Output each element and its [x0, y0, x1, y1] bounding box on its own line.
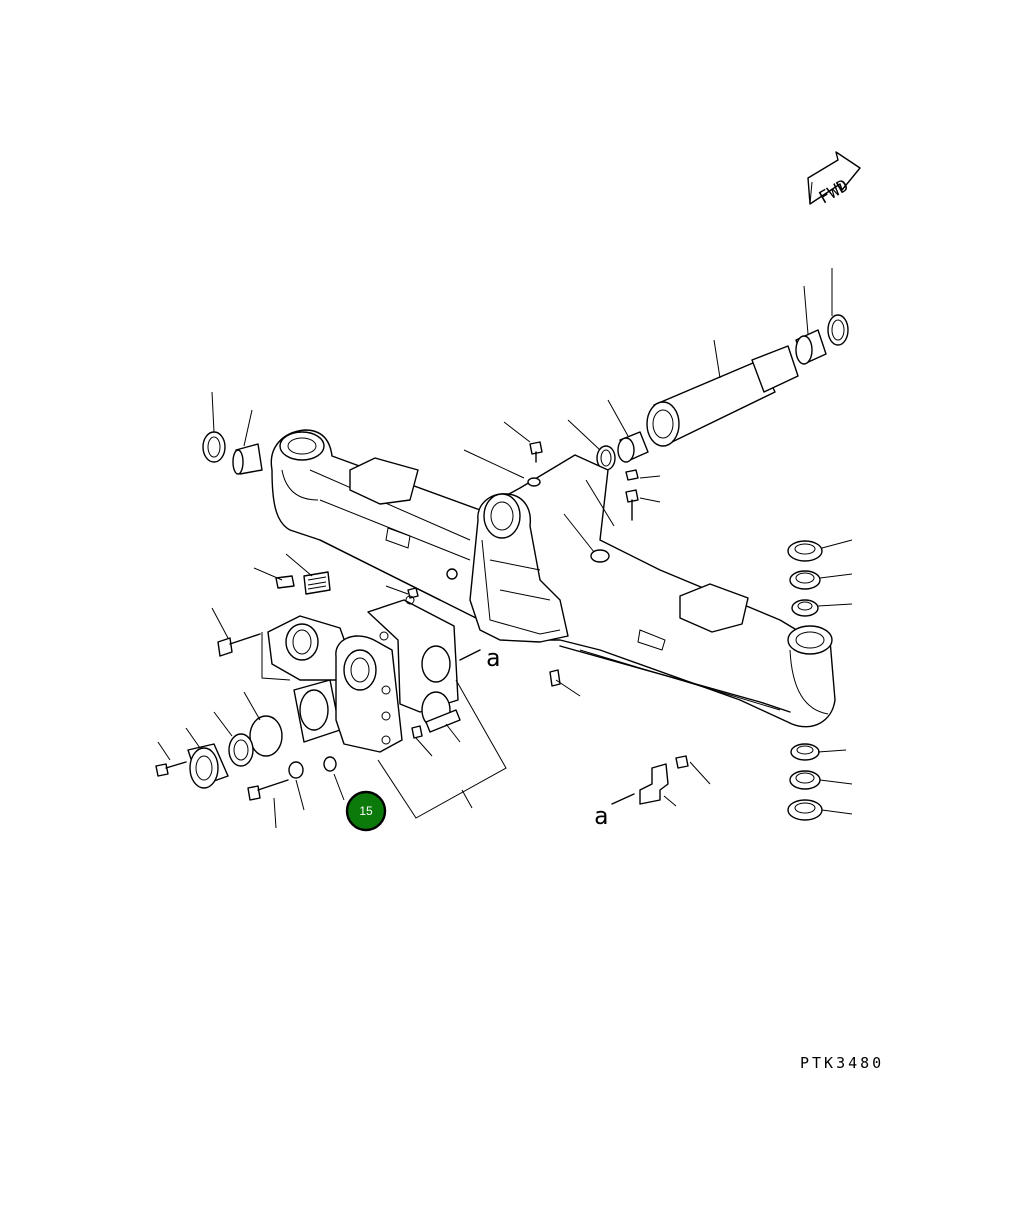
drawing-code: PTK3480: [800, 1054, 884, 1072]
callout-marker[interactable]: [345, 790, 387, 832]
left-support-assembly: [267, 595, 459, 753]
fwd-direction-arrow: FWD: [807, 151, 861, 209]
leader-lines: [157, 268, 853, 829]
left-hardware-set: [155, 633, 461, 801]
callout-15[interactable]: 15: [345, 790, 387, 832]
fittings: [275, 441, 639, 687]
left-seal-set: [202, 431, 263, 475]
right-seal-stack-upper: [787, 540, 823, 617]
view-a-detail: a a: [459, 644, 689, 830]
callout-number: 15: [359, 804, 373, 818]
pivot-pin-assembly: [596, 314, 849, 471]
view-marker-a-lower: a: [594, 802, 608, 830]
right-seal-stack-lower: [787, 743, 823, 821]
axle-housing: [270, 429, 836, 728]
view-marker-a-upper: a: [486, 644, 500, 672]
fwd-label: FWD: [816, 176, 853, 209]
